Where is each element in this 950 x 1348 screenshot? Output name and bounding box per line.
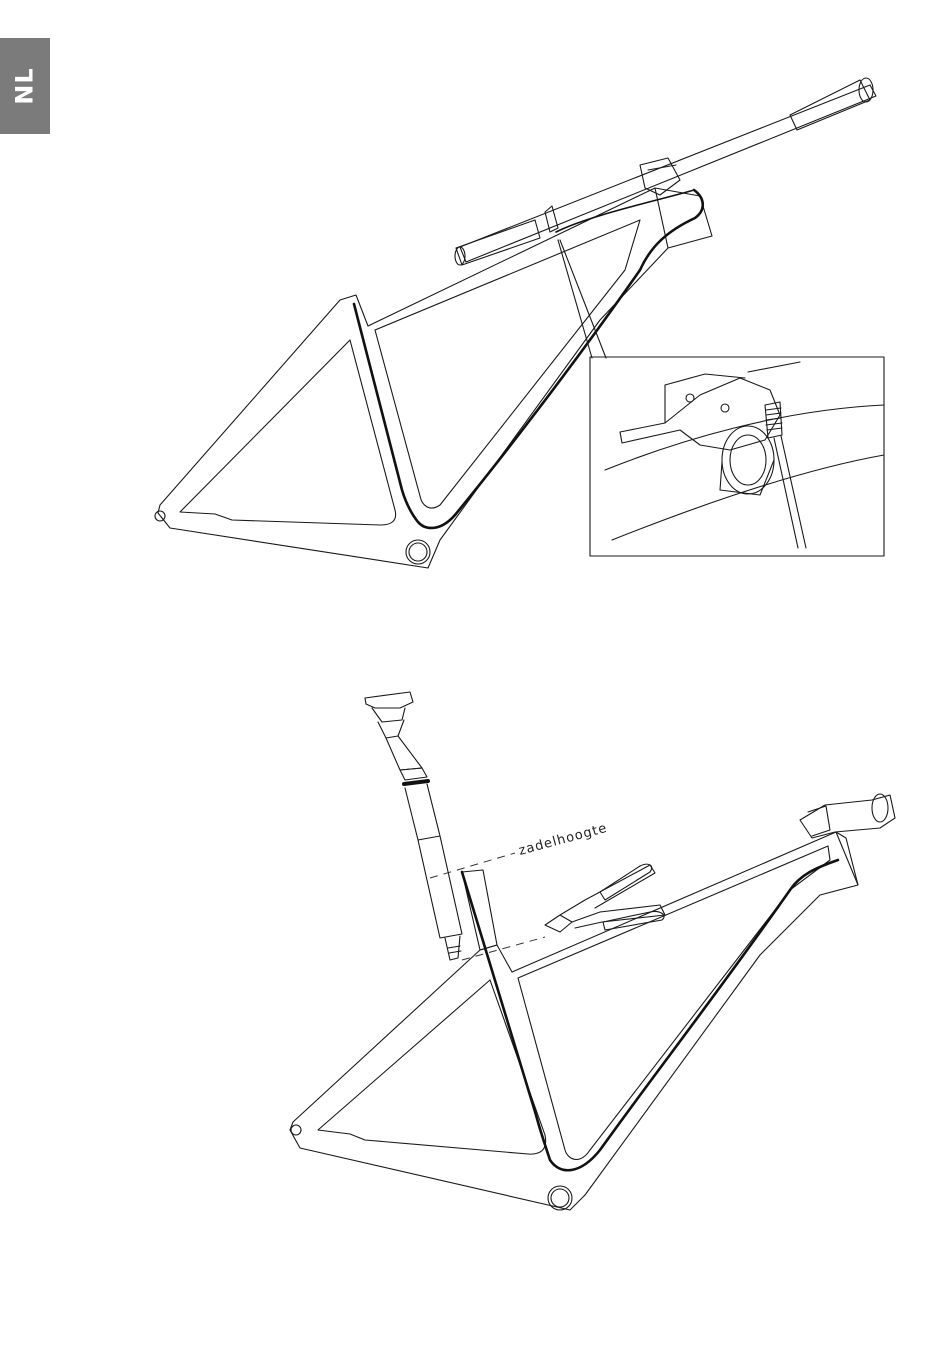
dropper-seatpost-illustration xyxy=(365,692,462,960)
bike-frame-illustration xyxy=(155,188,712,568)
bike-frame-illustration xyxy=(290,832,858,1210)
seat-height-label: zadelhoogte xyxy=(517,821,609,859)
cable-route xyxy=(354,190,703,528)
cable-cutter-illustration xyxy=(545,864,665,932)
figure-seatpost-installation: zadelhoogte xyxy=(0,660,950,1260)
figure-frame-cable-routing xyxy=(0,0,950,600)
dropper-lever-detail xyxy=(590,357,884,556)
stem-illustration xyxy=(800,794,895,838)
